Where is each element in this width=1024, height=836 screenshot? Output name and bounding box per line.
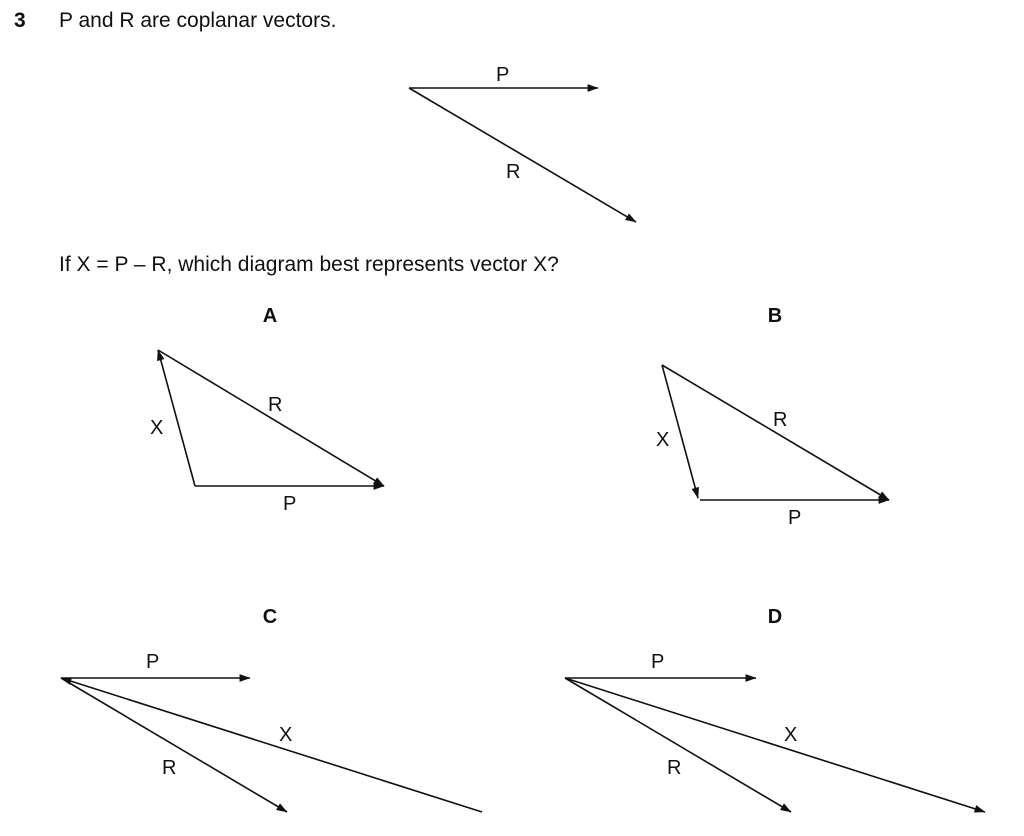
diagram-d-label-p: P (651, 651, 664, 673)
diagram-d[interactable]: P X R (564, 651, 986, 813)
diagram-b-label-x: X (656, 429, 669, 451)
option-d-label[interactable]: D (767, 606, 783, 628)
diagram-b[interactable]: X R P (656, 364, 890, 529)
diagram-d-vector-r (564, 677, 792, 813)
diagram-c-vector-r (60, 677, 288, 813)
diagram-c-label-x: X (279, 724, 292, 746)
option-a-label[interactable]: A (262, 305, 278, 327)
diagram-a-label-r: R (268, 394, 282, 416)
diagram-a-vector-x (157, 349, 196, 487)
option-b-label[interactable]: B (767, 305, 783, 327)
diagram-c-vector-x (60, 677, 483, 813)
diagram-c-label-p: P (146, 651, 159, 673)
diagram-c-label-r: R (162, 757, 176, 779)
diagram-b-label-r: R (773, 409, 787, 431)
diagram-d-label-r: R (667, 757, 681, 779)
diagram-a[interactable]: X R P (150, 349, 385, 515)
diagram-b-vector-r (661, 364, 890, 501)
option-c-label[interactable]: C (262, 606, 278, 628)
given-label-p: P (496, 64, 509, 86)
question-number: 3 (14, 9, 26, 32)
given-label-r: R (506, 161, 520, 183)
diagram-b-label-p: P (788, 507, 801, 529)
diagram-b-vector-x (661, 364, 699, 499)
given-vector-r (408, 87, 637, 223)
diagram-d-vector-x (564, 677, 986, 813)
diagram-c[interactable]: P X R (60, 651, 483, 813)
diagram-a-label-x: X (150, 417, 163, 439)
diagram-a-vector-r (157, 349, 385, 487)
question-prompt: If X = P – R, which diagram best represe… (59, 253, 559, 276)
diagram-a-label-p: P (283, 493, 296, 515)
given-vectors: P R (408, 64, 637, 223)
diagram-d-label-x: X (784, 724, 797, 746)
question-text: P and R are coplanar vectors. (59, 9, 337, 32)
